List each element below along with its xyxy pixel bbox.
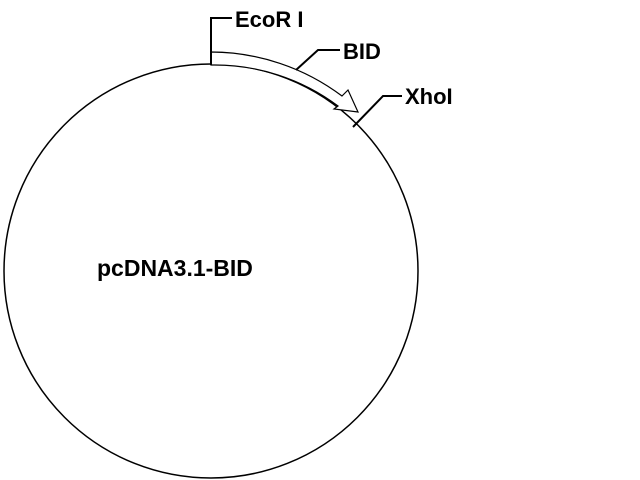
bid-leader-line — [295, 49, 340, 71]
bid-gene-label: BID — [343, 39, 381, 64]
ecori-site-label: EcoR I — [235, 7, 303, 32]
plasmid-name-label: pcDNA3.1-BID — [97, 255, 253, 281]
xhoi-leader-line — [352, 95, 402, 128]
xhoi-site-label: XhoI — [405, 84, 453, 109]
ecori-leader-line — [210, 17, 232, 65]
insert-arrow — [210, 51, 359, 113]
